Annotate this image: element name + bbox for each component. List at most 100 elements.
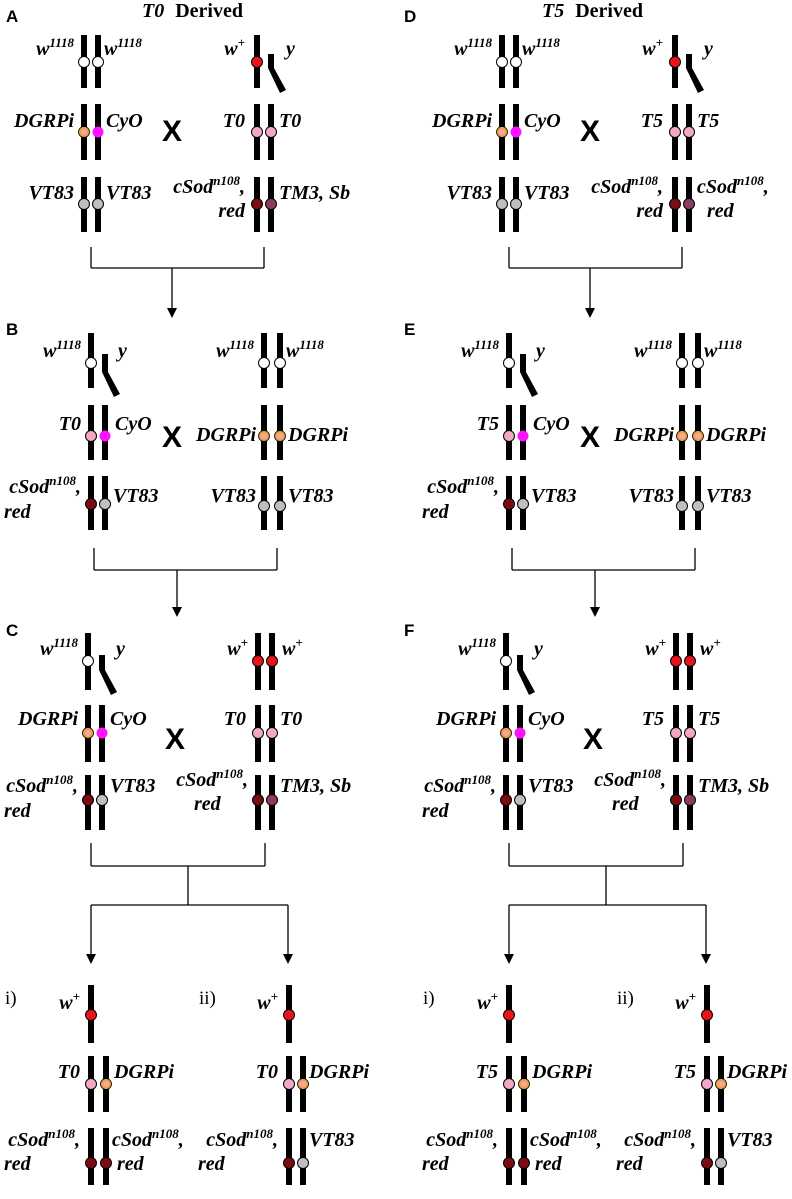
left-C-label-csod: cSodn108, [6,772,78,797]
left-i-label-csod-l: cSodn108, [8,1126,80,1151]
right-B-label-csod-comma: , [493,476,499,498]
left-ii-label-red: red [198,1153,226,1175]
right-i-label-csod-r: cSodn108, [530,1126,602,1151]
left-ii-vt83-locus [297,1157,309,1169]
left-i-csod-2-locus [100,1157,112,1169]
right-B-label-w1118-r-base: w [704,340,718,362]
right-B-y-hook [520,372,538,397]
right-A-label-t-right: T5 [697,110,719,132]
right-B-t-locus [503,430,515,442]
left-i-label-csod-l-base: cSod [8,1129,49,1151]
left-C-label-red: red [4,800,32,822]
left-i-label-csod-r-sup: n108 [152,1126,179,1141]
left-B-x-m2-locus [274,357,286,369]
left-C-label-t-l: T0 [224,708,246,730]
right-i-t-locus [503,1078,515,1090]
left-ii-label-csod-base: cSod [206,1129,247,1151]
right-C-label-csod-f: cSodn108, [594,766,666,791]
left-A-label-t-right: T0 [279,110,301,132]
title-left-italic: T0 [142,0,164,22]
left-C-vt83-locus [96,794,108,806]
left-C-label-csod-comma: , [72,775,78,797]
right-B-label-csod-sup: n108 [467,473,494,488]
right-A-2-1-locus-core [499,129,505,135]
left-i-label-wplus-sup: + [73,989,80,1004]
left-C-csod-locus [82,794,94,806]
left-C-tm3-locus [266,794,278,806]
right-ii-csod [704,1128,710,1185]
title-right-rest: Derived [575,0,643,22]
left-B-label-vt83-r: VT83 [288,485,334,507]
left-C-label-csod-sup: n108 [46,772,73,787]
right-C-label-csod-f-base: cSod [594,769,635,791]
left-i-label-red-r: red [117,1153,145,1175]
right-C-label-csod-base: cSod [424,775,465,797]
right-offspring-i: i) [423,988,435,1009]
left-C-t-2-locus [266,727,278,739]
right-C-cross: X [583,723,603,756]
right-A-csod-locus [669,198,681,210]
right-i-label-red-r: red [535,1153,563,1175]
right-ii-label-vt83: VT83 [727,1129,773,1151]
right-A-label-red-right: red [707,200,735,222]
right-B-label-y: y [534,340,545,362]
left-ii-label-wplus-sup: + [271,989,278,1004]
left-B-label-red: red [4,501,32,523]
right-ii-label-wplus: w+ [675,989,696,1014]
right-ii-label-csod-sup: n108 [664,1126,691,1141]
left-C-label-w1118-sup: 1118 [53,635,78,650]
right-C-y-hook [517,670,535,695]
right-A-label-csod-right-sup: n108 [737,173,764,188]
left-ii-label-csod-comma: , [272,1129,278,1151]
left-B-label-vt83: VT83 [113,485,159,507]
right-i-label-dgrpi: DGRPi [531,1061,592,1083]
right-ii-label-csod-base: cSod [624,1129,665,1151]
right-B-x-m2-locus [692,357,704,369]
left-C-wplus-2-locus [266,655,278,667]
right-i-label-csod-l-comma: , [492,1129,498,1151]
right-C-label-wplus-l-sup: + [659,635,666,650]
right-A-y [686,54,692,68]
right-ii-label-red: red [616,1153,644,1175]
right-C-label-csod-f-sup: n108 [634,766,661,781]
right-B-y [520,354,526,372]
left-C-label-cyo: CyO [110,708,147,730]
right-A-t-1-locus [669,126,681,138]
left-ii-label-csod-sup: n108 [246,1126,273,1141]
title-right-italic: T5 [542,0,564,22]
right-B-vt83-m1-locus [676,500,688,512]
right-C-tm3-locus [684,794,696,806]
right-ii-dgrp-locus-core [718,1081,724,1087]
right-A-label-wplus-base: w [642,38,656,60]
right-A-label-w1118-right-sup: 1118 [535,35,560,50]
left-A-label-w1118-left-base: w [36,38,50,60]
right-A-label-w1118-right-base: w [522,38,536,60]
right-A-label-vt83-right: VT83 [524,182,570,204]
right-A-x1-locus [496,56,508,68]
right-A-label-y: y [702,38,713,60]
left-ii-vt83 [300,1128,306,1185]
chromosomes [78,35,727,1185]
left-C-y [99,655,105,670]
right-A-x-father-locus [669,56,681,68]
right-B-cross: X [580,421,600,454]
panel-label-A: A [6,7,18,26]
left-B-label-w1118-r: w1118 [286,337,324,362]
right-i-csod-1 [506,1128,512,1185]
left-A-label-vt83-left: VT83 [28,182,74,204]
right-C-y [517,655,523,670]
left-A-3-2-locus [92,198,104,210]
right-A-cross: X [580,115,600,148]
title-left-rest: Derived [175,0,243,22]
right-ii-vt83 [718,1128,724,1185]
left-B-label-csod-base: cSod [9,476,50,498]
right-B-csod-locus [503,498,515,510]
left-B-label-w1118-sup: 1118 [56,337,81,352]
right-C-label-wplus-l: w+ [645,635,666,660]
left-i-wplus-locus [85,1009,97,1021]
left-C-label-csod-base: cSod [6,775,47,797]
right-B-label-cyo: CyO [533,413,570,435]
left-C-csod-f-locus [252,794,264,806]
right-A-label-wplus-sup: + [656,35,663,50]
left-C-label-dgrpi: DGRPi [17,708,78,730]
